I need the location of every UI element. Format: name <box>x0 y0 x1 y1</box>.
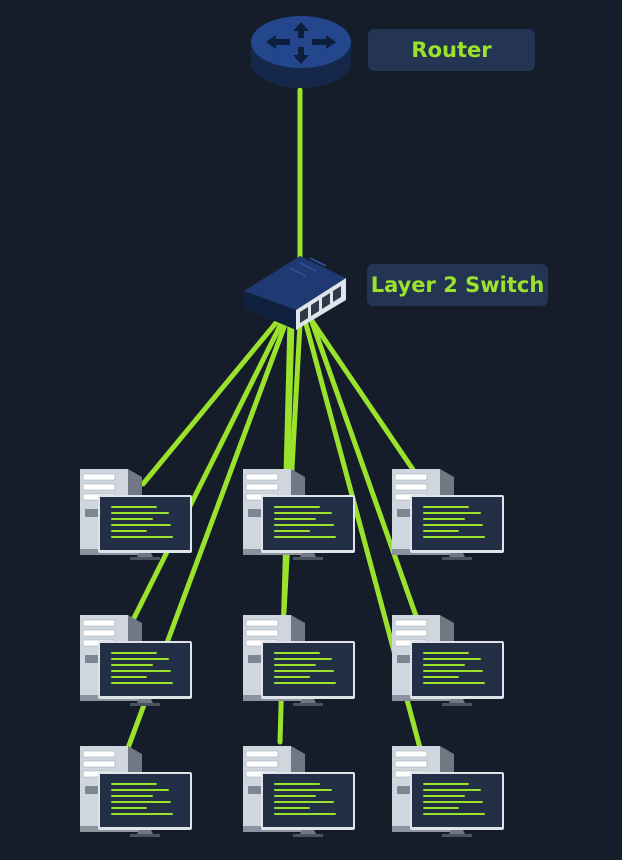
computer-icon <box>391 745 505 838</box>
computer-icon <box>79 745 193 838</box>
computer-icon <box>391 614 505 707</box>
router-icon <box>251 16 351 88</box>
link-switch-pc-1 <box>140 315 283 487</box>
computer-icon <box>79 614 193 707</box>
link-switch-pc-3 <box>307 315 419 477</box>
computer-icon <box>79 468 193 561</box>
link-switch-pc-4 <box>130 317 286 623</box>
link-switch-pc-8 <box>281 321 303 615</box>
computer-icon <box>242 745 356 838</box>
link-switch-pc-6 <box>309 319 419 619</box>
switch-icon <box>244 256 346 330</box>
computer-icon <box>391 468 505 561</box>
computer-icon <box>242 614 356 707</box>
switch-label: Layer 2 Switch <box>367 264 548 306</box>
router-label: Router <box>368 29 535 71</box>
computer-icon <box>242 468 356 561</box>
